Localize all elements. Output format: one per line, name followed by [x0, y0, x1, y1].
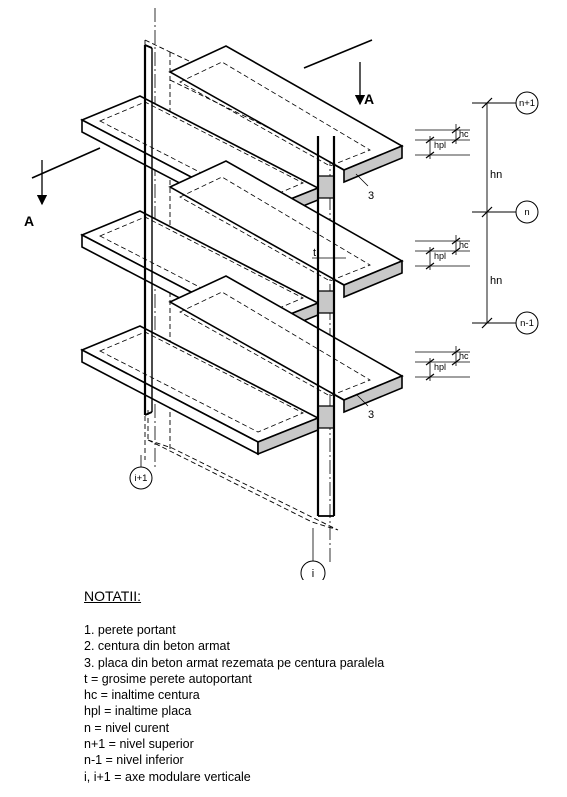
notation-item: n-1 = nivel inferior — [84, 753, 184, 768]
hidden-wall-edge — [144, 39, 171, 53]
notation-item: i, i+1 = axe modulare verticale — [84, 769, 251, 784]
belt-beam-upper — [317, 175, 335, 199]
section-cut-line-left — [31, 147, 101, 179]
level-tick-2 — [481, 317, 493, 329]
notations-list: 1. perete portant 2. centura din beton a… — [84, 622, 554, 785]
hpl-dim-tick-0 — [425, 151, 435, 159]
level-height-label-upper: hn — [490, 169, 502, 181]
hpl-dim-tick-1 — [425, 262, 435, 270]
level-circle-n: n — [524, 207, 529, 218]
level-height-label-lower: hn — [490, 275, 502, 287]
slab-right-edge-lower — [343, 374, 403, 414]
notation-item: n+1 = nivel superior — [84, 737, 194, 752]
notations-legend: NOTATII: 1. perete portant 2. centura di… — [84, 588, 554, 785]
hpl-dim-tick-2 — [425, 373, 435, 381]
hc-dim-tick-0 — [451, 126, 461, 134]
axis-circle-i-plus-1: i+1 — [135, 473, 148, 484]
hc-dim-tick-2 — [451, 348, 461, 356]
notation-item: 2. centura din beton armat — [84, 639, 230, 654]
slab-right-joint-lower — [334, 394, 345, 401]
item-3-leader-upper — [355, 173, 369, 187]
slab-left-hidden-lower — [99, 331, 304, 433]
item-number-3-lower: 3 — [368, 409, 374, 421]
slab-left-hidden-middle — [99, 216, 304, 318]
bearing-wall-edge — [144, 411, 153, 416]
item-number-3-upper: 3 — [368, 190, 374, 202]
hpl-dim-tick-0 — [425, 136, 435, 144]
hc-label-top: hc — [459, 129, 469, 139]
hc-label-bottom: hc — [459, 351, 469, 361]
level-tick-1 — [481, 206, 493, 218]
notation-item: 1. perete portant — [84, 623, 176, 637]
belt-beam-middle — [317, 290, 335, 314]
notation-item: 3. placa din beton armat rezemata pe cen… — [84, 655, 385, 670]
belt-beam-lower — [317, 405, 335, 429]
hpl-label-top: hpl — [434, 140, 446, 150]
slab-right-hidden-middle — [179, 176, 371, 282]
hpl-label-bottom: hpl — [434, 362, 446, 372]
level-circle-n-plus-1: n+1 — [519, 98, 535, 109]
section-label-left: A — [24, 213, 34, 229]
notation-item: n = nivel curent — [84, 720, 170, 735]
notation-item: hc = inaltime centura — [84, 688, 200, 703]
hpl-dim-tick-1 — [425, 247, 435, 255]
section-cut-line-top — [303, 39, 373, 69]
wall-thickness-label: t — [313, 247, 316, 259]
hidden-lower-wall — [147, 439, 339, 531]
axis-circle-i: i — [312, 568, 314, 580]
slab-right-joint-middle — [334, 279, 345, 286]
notation-item: hpl = inaltime placa — [84, 704, 192, 719]
bearing-wall-edge — [144, 44, 153, 49]
hc-dim-tick-0 — [451, 136, 461, 144]
hc-dim-tick-1 — [451, 237, 461, 245]
section-label-top: A — [364, 91, 374, 107]
slab-left-hidden-upper — [99, 101, 304, 203]
structure-geometry — [31, 8, 516, 562]
notations-title: NOTATII: — [84, 588, 142, 604]
hc-dim-tick-1 — [451, 247, 461, 255]
slab-right-edge-middle — [343, 259, 403, 299]
level-tick-0 — [481, 97, 493, 109]
notation-item: t = grosime perete autoportant — [84, 671, 252, 686]
hc-label-mid: hc — [459, 240, 469, 250]
hpl-dim-tick-2 — [425, 358, 435, 366]
slab-right-hidden-lower — [179, 291, 371, 397]
hpl-label-mid: hpl — [434, 251, 446, 261]
hc-dim-tick-2 — [451, 358, 461, 366]
slab-right-edge-upper — [343, 144, 403, 184]
item-3-leader-lower — [355, 393, 369, 407]
wall-slab-axonometric-diagram: A A 3 3 t hn hn hc hpl hc hpl hc hpl n+1… — [24, 8, 539, 580]
level-circle-n-minus-1: n-1 — [520, 318, 534, 329]
slab-right-joint-upper — [334, 164, 345, 171]
slab-right-hidden-upper — [179, 61, 371, 167]
